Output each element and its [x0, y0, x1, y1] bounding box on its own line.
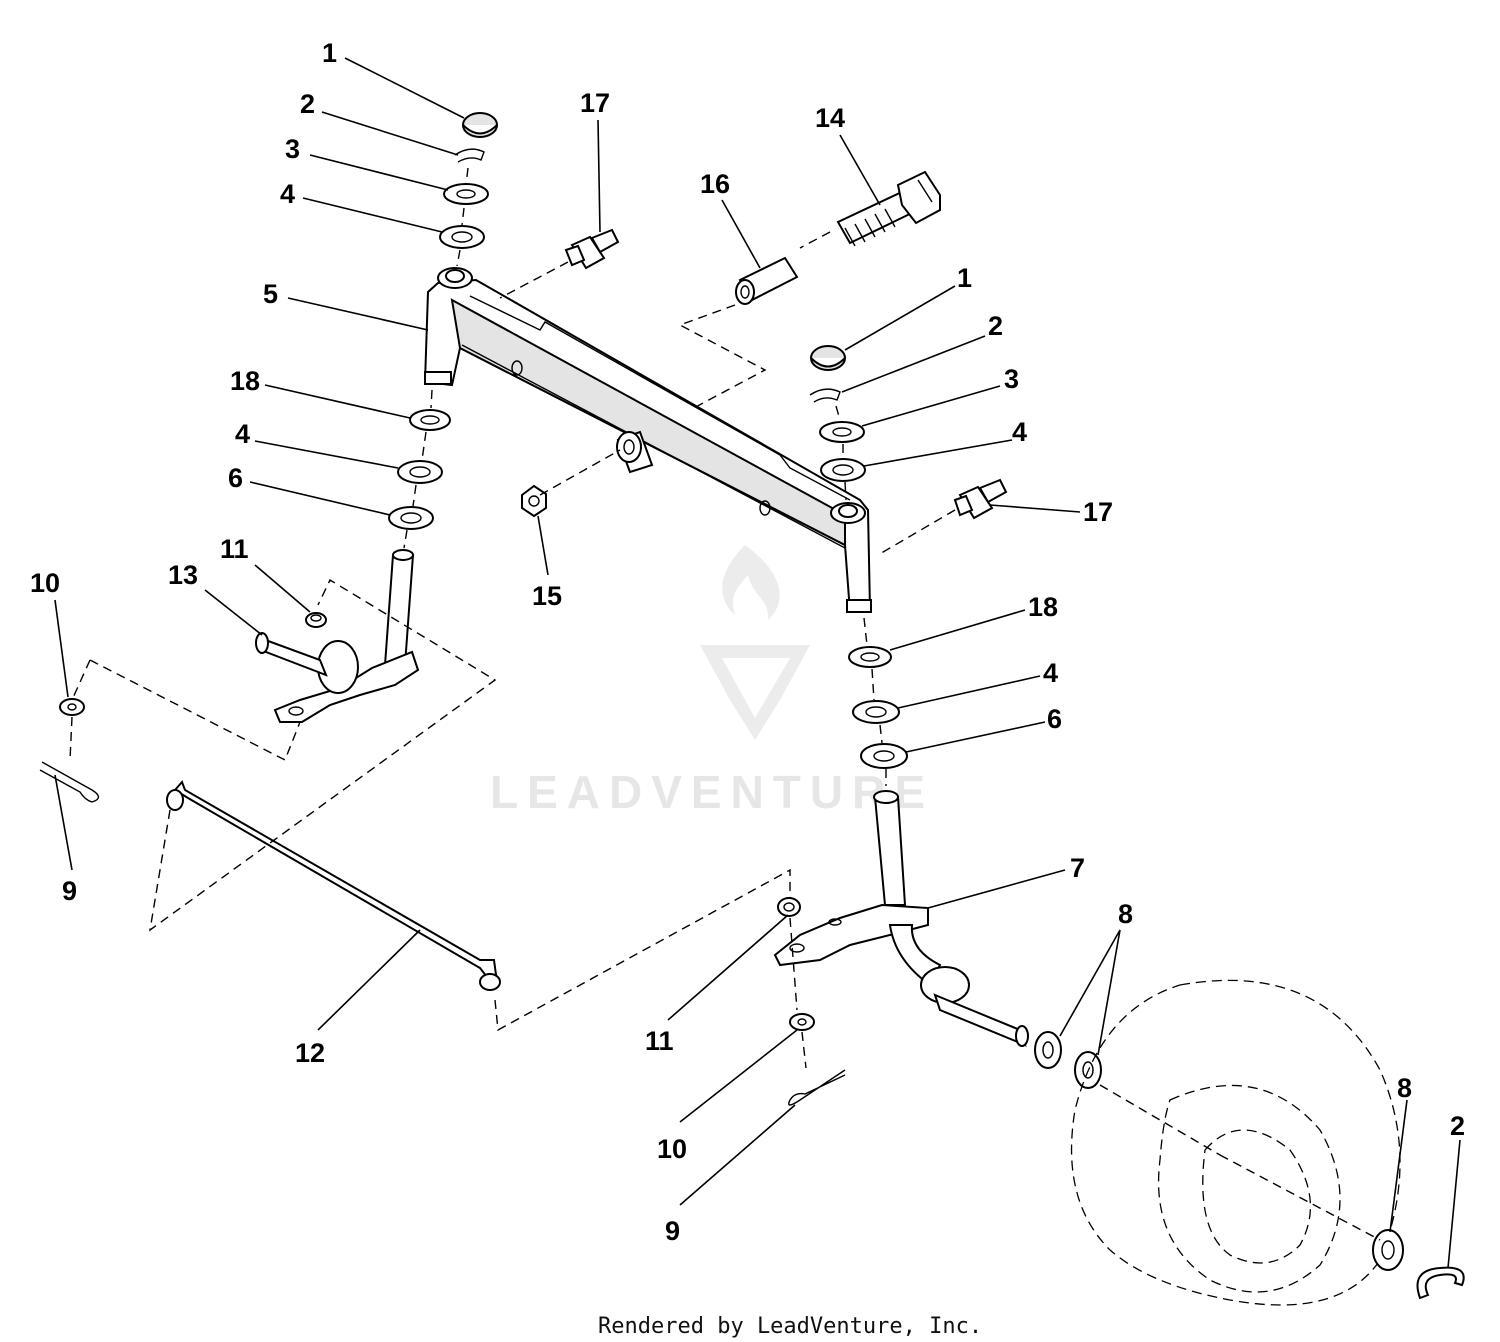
callout-4-right-bottom: 4: [1043, 658, 1058, 688]
tie-rod-assembly: [39, 579, 846, 1106]
callout-5: 5: [263, 279, 278, 309]
callout-18-right: 18: [1028, 592, 1058, 622]
callout-9-right: 9: [665, 1216, 680, 1246]
leader-lines: [54, 57, 1461, 1269]
callout-10-left: 10: [30, 568, 60, 598]
callout-labels: 1 2 3 4 5 18 4 6 17 16 14 1 2 3 4 17 15 …: [30, 38, 1465, 1246]
callout-18-left: 18: [230, 366, 260, 396]
axle-beam: [423, 267, 872, 614]
callout-1-left: 1: [322, 38, 337, 68]
render-credit: Rendered by LeadVenture, Inc.: [598, 1314, 982, 1339]
callout-15: 15: [532, 581, 562, 611]
callout-16: 16: [700, 169, 730, 199]
callout-17-top: 17: [580, 88, 610, 118]
watermark-logo: [700, 545, 810, 740]
callout-2-far: 2: [1450, 1111, 1465, 1141]
callout-9-left: 9: [62, 876, 77, 906]
callout-17-right: 17: [1083, 497, 1113, 527]
callout-4-left-bottom: 4: [235, 419, 250, 449]
right-spindle-assembly: [773, 617, 1102, 1089]
callout-4-right-top: 4: [1012, 417, 1027, 447]
callout-6-right: 6: [1047, 704, 1062, 734]
callout-8-far: 8: [1397, 1073, 1412, 1103]
callout-7: 7: [1070, 853, 1085, 883]
callout-6-left: 6: [228, 463, 243, 493]
right-top-stack: [809, 345, 866, 501]
callout-11-right: 11: [645, 1026, 674, 1056]
callout-13: 13: [168, 560, 198, 590]
callout-3-left: 3: [285, 134, 300, 164]
left-top-stack: [439, 112, 498, 267]
callout-11-left: 11: [220, 534, 249, 564]
left-spindle-assembly: [255, 389, 451, 723]
watermark-text: LEADVENTURE: [490, 766, 934, 818]
hardware-bolt-spacer-fittings: [499, 170, 1008, 556]
callout-3-right: 3: [1004, 364, 1019, 394]
callout-1-right: 1: [957, 263, 972, 293]
callout-2-right: 2: [988, 311, 1003, 341]
wheel-reference: [1070, 979, 1465, 1306]
callout-2-left: 2: [300, 89, 315, 119]
callout-10-right: 10: [657, 1134, 687, 1164]
callout-8-right: 8: [1118, 899, 1133, 929]
callout-4-left-top: 4: [280, 179, 295, 209]
callout-12: 12: [295, 1038, 325, 1068]
callout-14: 14: [815, 103, 845, 133]
